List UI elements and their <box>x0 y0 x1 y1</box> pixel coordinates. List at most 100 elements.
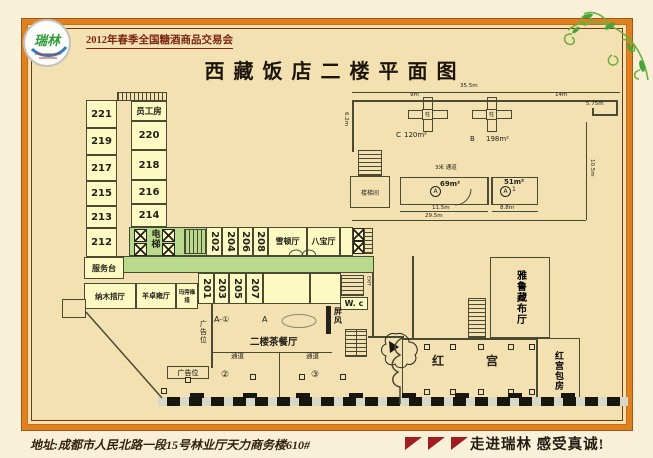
green-corridor <box>113 256 374 273</box>
area-a1-room <box>492 177 538 205</box>
room-219: 219 <box>86 128 117 155</box>
inset-wall <box>592 114 618 116</box>
column-base <box>243 393 257 398</box>
empty-cell <box>340 227 353 256</box>
elevator-box-icon <box>162 243 175 256</box>
vine-decoration-icon <box>563 11 649 81</box>
area-a-mark: A <box>430 186 441 197</box>
address-text: 地址:成都市人民北路一段15号林业厅天力商务楼610# <box>30 438 310 452</box>
area-b-mark: B <box>470 135 475 143</box>
inset-dim-notch: 5.75m <box>586 101 604 107</box>
screen-label: 屏风 <box>333 307 343 325</box>
inset-dim-8-8: 8.8m <box>500 205 515 211</box>
stairs-icon <box>364 228 373 254</box>
pillar <box>250 374 256 380</box>
pillar <box>424 344 430 350</box>
aisle-label: 3米 通道 <box>435 165 457 171</box>
wall <box>368 336 404 338</box>
inset-dim-right: 10.5m <box>588 159 595 177</box>
room-204: 204 <box>222 227 238 256</box>
hall-yamdrok: 羊卓雍厅 <box>136 283 176 309</box>
room-220: 220 <box>131 121 167 150</box>
window-hatch-strip <box>117 92 167 101</box>
elevator-label: 电梯 <box>149 229 160 249</box>
inset-wall <box>352 100 618 102</box>
column-box: 柱 <box>422 109 433 120</box>
yarlung-hall: 雅鲁藏布厅 <box>490 257 550 338</box>
pillar <box>185 377 191 383</box>
room-203: 203 <box>214 273 229 304</box>
inset-wall <box>616 100 618 116</box>
zone-label-a1: A-① <box>214 315 230 324</box>
pillar <box>529 389 535 395</box>
wc-label: W. c <box>340 297 368 310</box>
empty-cell <box>263 273 310 304</box>
wall <box>412 256 414 338</box>
room-201-label: 201 <box>200 278 212 299</box>
room-217: 217 <box>86 155 117 181</box>
divider-wall <box>279 353 280 399</box>
inset-dimension-plan: 35.5m 9m 14m 5.75m 6.2m 柱 柱 C 120m² B 19… <box>340 83 640 236</box>
inset-dim-total-top: 35.5m <box>460 83 478 89</box>
stairs-icon <box>468 298 486 338</box>
room-214: 214 <box>131 204 167 227</box>
column-base <box>349 393 363 398</box>
pillar <box>450 389 456 395</box>
room-201: 201 <box>198 273 214 304</box>
inset-dim-9m: 9m <box>410 92 419 98</box>
elevator-box-icon <box>353 241 364 254</box>
zone-label-2: ② <box>221 370 230 380</box>
room-212: 212 <box>86 228 117 257</box>
passage-label: 通道 <box>306 352 319 360</box>
corridor-line <box>211 352 332 353</box>
elevator-box-icon <box>134 229 147 242</box>
room-204-label: 204 <box>224 231 236 252</box>
flag-icon <box>451 437 468 450</box>
stairwell-room: 楼梯间 <box>350 176 390 208</box>
dim-line <box>352 92 620 93</box>
area-b-value: 198m² <box>486 135 509 143</box>
stair-center-line <box>356 329 357 357</box>
hall-xuedun: 雪顿厅 <box>268 227 307 256</box>
column-base <box>190 393 204 398</box>
ad-space-vertical: 广告位 <box>199 320 208 344</box>
dim-line <box>400 211 488 212</box>
area-a-room <box>400 177 488 205</box>
area-c-mark: C <box>396 131 401 139</box>
staff-room: 员工房 <box>131 101 167 121</box>
pillar <box>478 389 484 395</box>
inset-dim-total-bottom: 29.5m <box>425 213 443 219</box>
bottom-window-wall <box>158 397 628 406</box>
room-205-label: 205 <box>232 278 243 299</box>
elevator-box-icon <box>134 243 147 256</box>
tea-restaurant-label: 二楼茶餐厅 <box>250 337 298 348</box>
area-a1-mark: A <box>500 186 511 197</box>
column-base <box>508 393 522 398</box>
pillar <box>529 344 535 350</box>
hall-mapang: 玛旁雍措 <box>176 283 198 309</box>
stairs-icon <box>184 229 206 254</box>
pillar <box>450 344 456 350</box>
inset-wall <box>491 177 492 205</box>
inset-wall <box>352 100 354 152</box>
room-218: 218 <box>131 150 167 180</box>
room-208-label: 208 <box>255 231 266 252</box>
company-logo: 瑞林 <box>23 19 71 67</box>
area-a1-value: 51m² <box>504 178 525 186</box>
pillar <box>424 389 430 395</box>
area-a-value: 69m² <box>440 180 461 188</box>
stairs-icon <box>358 150 382 176</box>
service-desk: 服务台 <box>84 257 124 279</box>
red-palace-label: 红宫 <box>432 354 541 368</box>
pillar <box>508 344 514 350</box>
wall <box>372 273 374 337</box>
pillar <box>299 374 305 380</box>
flag-icon <box>405 437 422 450</box>
screen-wall <box>326 306 331 334</box>
inset-dim-left: 6.2m <box>342 112 349 127</box>
room-202-label: 202 <box>208 231 220 252</box>
column-base <box>561 393 575 398</box>
room-202: 202 <box>206 227 222 256</box>
logo-swoosh-icon <box>30 46 68 59</box>
